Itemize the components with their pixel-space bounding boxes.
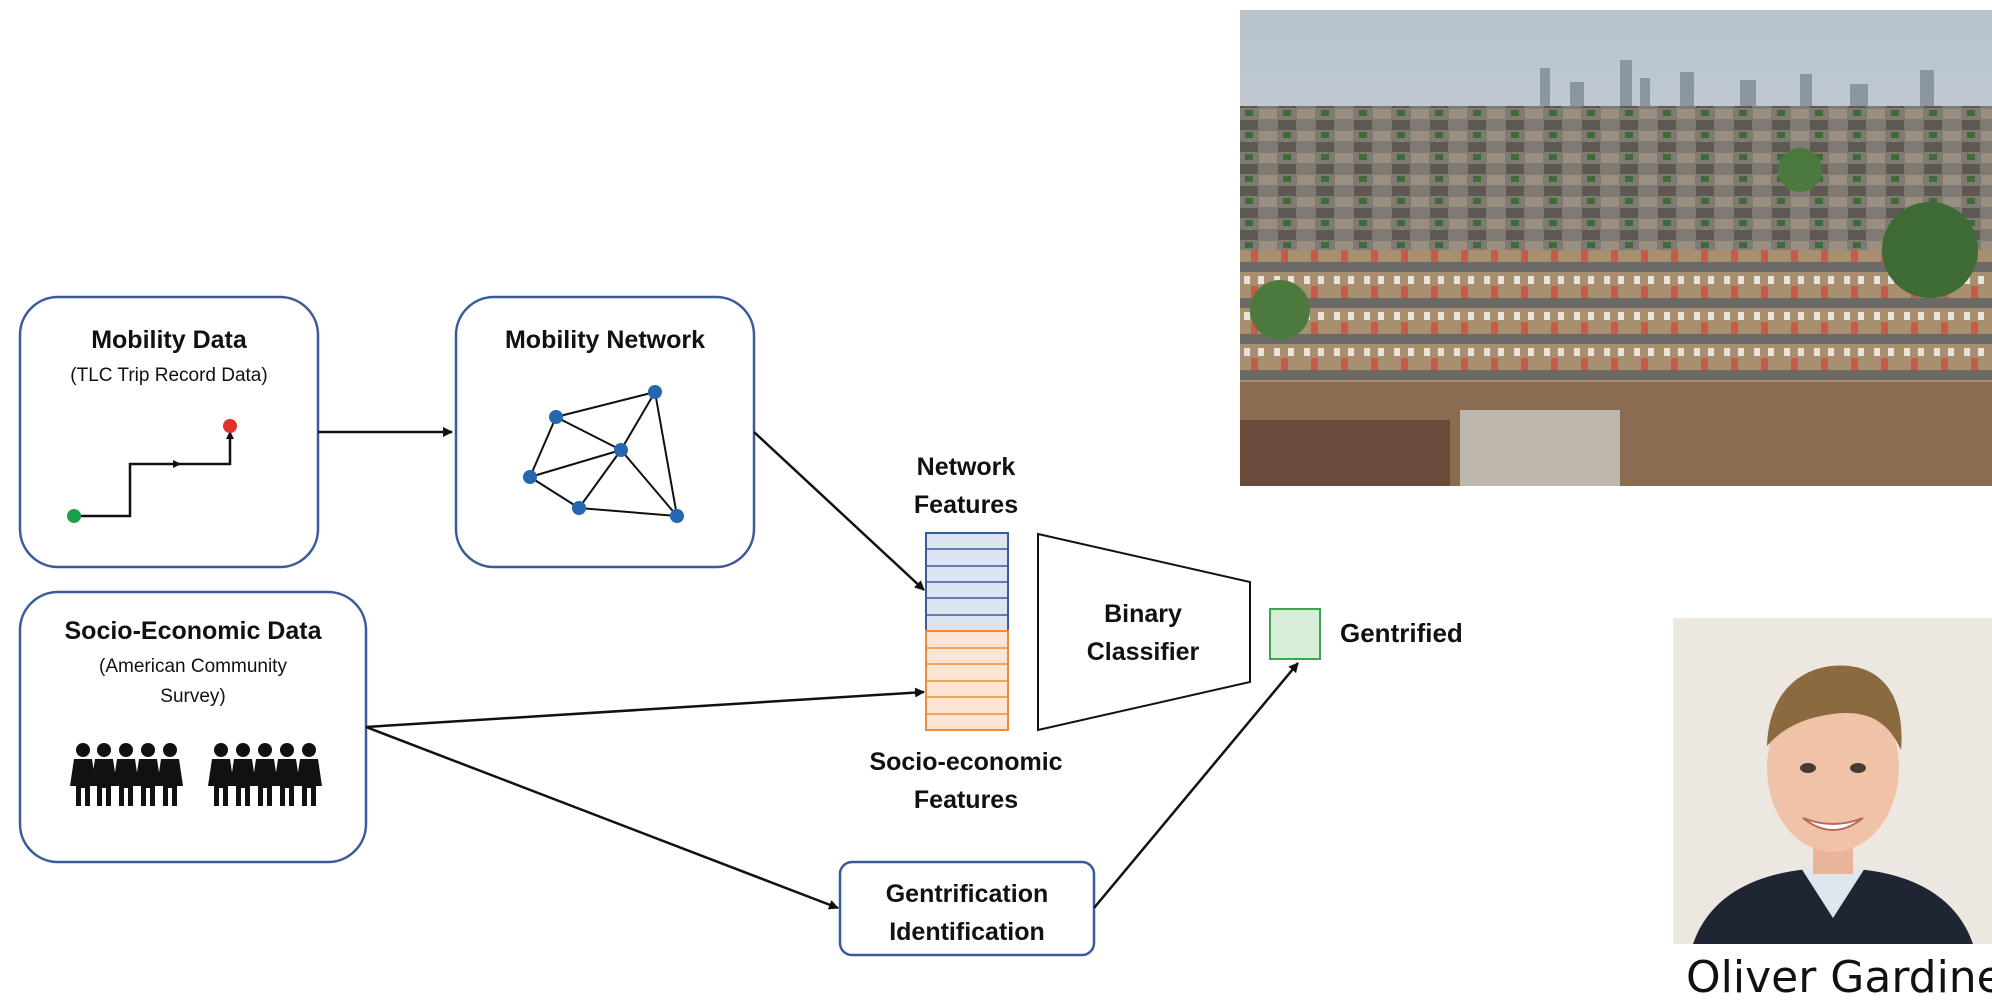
- network-node: [572, 501, 586, 515]
- socio-features-label: Socio-economic: [869, 748, 1062, 776]
- gentrification-identification-label-2: Identification: [889, 918, 1045, 946]
- arrow-socio-to-identification: [365, 725, 839, 910]
- trip-path-icon: [67, 419, 237, 523]
- socio-economic-data-subtitle-2: Survey): [160, 686, 225, 707]
- network-node: [523, 470, 537, 484]
- mobility-data-subtitle: (TLC Trip Record Data): [70, 365, 267, 386]
- portrait-photo: [1673, 618, 1992, 944]
- network-features-label: Network: [917, 453, 1016, 481]
- trip-start-dot: [67, 509, 81, 523]
- mobility-data-title: Mobility Data: [91, 326, 248, 354]
- network-graph-icon: [529, 391, 678, 517]
- person-name-caption: Oliver Gardiner: [1686, 952, 1992, 1003]
- network-feature-vector: [925, 532, 1009, 632]
- arrow-identification-to-output: [1093, 662, 1299, 909]
- socio-features-label-2: Features: [914, 786, 1018, 814]
- binary-classifier-label: Binary: [1104, 600, 1182, 628]
- socio-economic-data-subtitle: (American Community: [99, 656, 287, 677]
- flow-arrows: [318, 427, 1299, 910]
- arrow-socio-to-features: [365, 687, 925, 729]
- network-node: [549, 410, 563, 424]
- trip-end-dot: [223, 419, 237, 433]
- binary-classifier-shape: [1037, 532, 1251, 732]
- network-node: [614, 443, 628, 457]
- city-skyline-photo: [1240, 10, 1992, 486]
- mobility-network-title: Mobility Network: [505, 326, 705, 354]
- network-node: [648, 385, 662, 399]
- arrow-network-to-features: [753, 431, 925, 591]
- gentrification-identification-label: Gentrification: [886, 880, 1049, 908]
- binary-classifier-label-2: Classifier: [1087, 638, 1200, 666]
- socio-economic-data-title: Socio-Economic Data: [65, 617, 323, 645]
- gentrification-identification-box: [838, 860, 1096, 957]
- network-nodes: [523, 385, 684, 523]
- network-node: [670, 509, 684, 523]
- network-features-label-2: Features: [914, 491, 1018, 519]
- gentrified-output-box: [1269, 608, 1321, 660]
- socio-feature-vector: [925, 630, 1009, 731]
- gentrified-label: Gentrified: [1340, 618, 1463, 648]
